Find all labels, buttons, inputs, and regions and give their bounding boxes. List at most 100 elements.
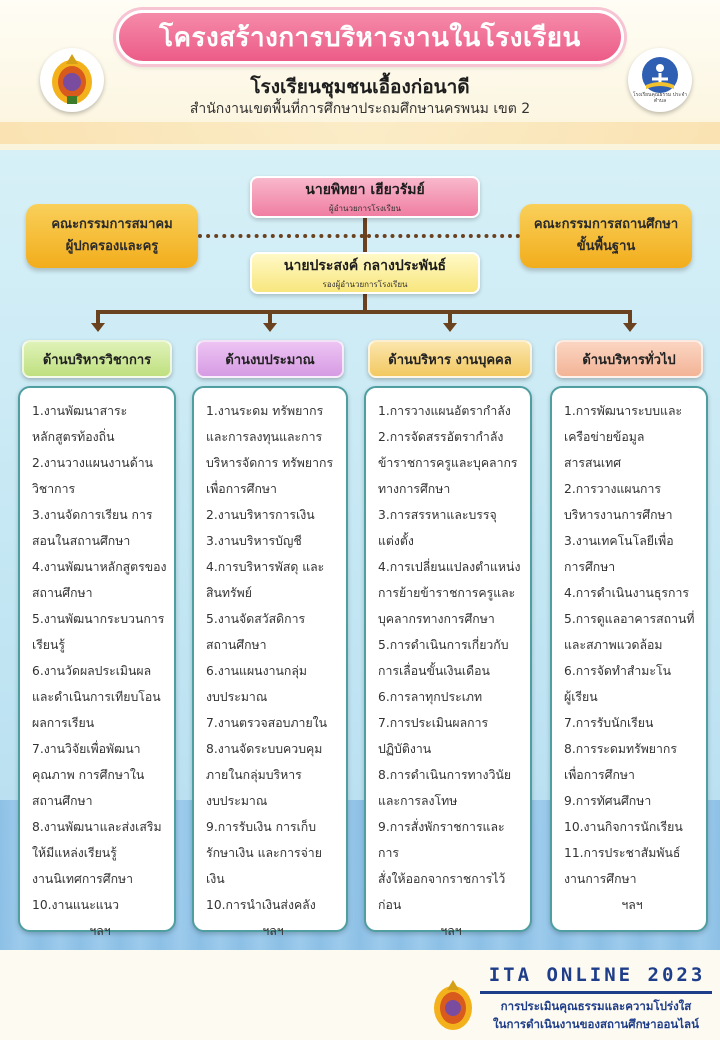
committee-left-line-1: คณะกรรมการสมาคม <box>51 217 173 232</box>
duty-line: ภายในกลุ่มบริหาร <box>206 768 302 782</box>
connector-horizontal <box>96 310 632 314</box>
obec-logo <box>40 48 104 112</box>
duty-line: 4.การเปลี่ยนแปลงตำแหน่ง <box>378 560 521 574</box>
duty-line: และสภาพแวดล้อม <box>564 638 663 652</box>
duty-line: 4.การบริหารพัสดุ และ <box>206 560 325 574</box>
duty-line: การศึกษา <box>564 560 616 574</box>
page-title: โครงสร้างการบริหารงานในโรงเรียน <box>159 22 581 53</box>
duty-line: 5.งานจัดสวัสดิการ <box>206 612 306 626</box>
connector-drop-1 <box>96 310 100 324</box>
footer-background <box>0 950 720 1040</box>
committee-right-line-1: คณะกรรมการสถานศึกษา <box>533 217 679 232</box>
duty-line: 5.งานพัฒนากระบวนการ <box>32 612 165 626</box>
duty-line: สินทรัพย์ <box>206 586 252 600</box>
dept-general-panel: 1.การพัฒนาระบบและเครือข่ายข้อมูลสารสนเทศ… <box>550 386 708 932</box>
duty-line: 7.งานตรวจสอบภายใน <box>206 716 328 730</box>
duty-line: หลักสูตรท้องถิ่น <box>32 430 115 444</box>
duty-line: 9.การสั่งพักราชการและการ <box>378 820 505 860</box>
duty-line: เพื่อการศึกษา <box>206 482 277 496</box>
deputy-role: รองผู้อำนวยการโรงเรียน <box>322 280 408 289</box>
duty-line: 6.การลาทุกประเภท <box>378 690 483 704</box>
duty-line: 8.งานพัฒนาและส่งเสริม <box>32 820 162 834</box>
duty-line: เครือข่ายข้อมูล <box>564 430 645 444</box>
duty-line: และการลงโทษ <box>378 794 458 808</box>
ita-online-title: ITA ONLINE 2023 <box>488 964 706 986</box>
dept-title: ด้านบริหาร งานบุคคล <box>388 352 512 368</box>
duty-line: 8.การดำเนินการทางวินัย <box>378 768 512 782</box>
arrow-down-icon <box>443 323 457 332</box>
duty-line: 6.งานแผนงานกลุ่ม <box>206 664 307 678</box>
duty-line: 2.การวางแผนการ <box>564 482 661 496</box>
duty-line: 1.การพัฒนาระบบและ <box>564 404 683 418</box>
duty-line: การย้ายข้าราชการครูและ <box>378 586 516 600</box>
connector-drop-3 <box>448 310 452 324</box>
dept-general-header: ด้านบริหารทั่วไป <box>555 340 703 378</box>
duty-list: 1.การพัฒนาระบบและเครือข่ายข้อมูลสารสนเทศ… <box>564 398 700 892</box>
book-person-icon <box>642 57 678 93</box>
duty-line: 11.การประชาสัมพันธ์ <box>564 846 681 860</box>
duty-line: สถานศึกษา <box>32 586 93 600</box>
deputy-box: นายประสงค์ กลางประพันธ์ รองผู้อำนวยการโร… <box>250 252 480 294</box>
dept-title: ด้านบริหารทั่วไป <box>582 352 676 368</box>
duty-line: งานการศึกษา <box>564 872 637 886</box>
duty-line: และดำเนินการเทียบโอน <box>32 690 161 704</box>
duty-line: 7.การรับนักเรียน <box>564 716 654 730</box>
duty-line: ก่อน <box>378 898 402 912</box>
duty-line: 1.การวางแผนอัตรากำลัง <box>378 404 511 418</box>
duty-line: สอนในสถานศึกษา <box>32 534 131 548</box>
duty-line: 5.การดำเนินการเกี่ยวกับ <box>378 638 509 652</box>
duty-line: 4.งานพัฒนาหลักสูตรของ <box>32 560 167 574</box>
committee-right-line-2: ขั้นพื้นฐาน <box>576 239 636 254</box>
etc-label: ฯลฯ <box>262 924 284 938</box>
ita-description-line-1: การประเมินคุณธรรมและความโปร่งใส <box>500 999 692 1013</box>
connector-director-deputy <box>363 218 367 252</box>
duty-line: 2.งานวางแผนงานด้าน <box>32 456 154 470</box>
etc-label: ฯลฯ <box>89 924 111 938</box>
arrow-down-icon <box>263 323 277 332</box>
duty-line: 5.การดูแลอาคารสถานที่ <box>564 612 695 626</box>
duty-line: 8.การระดมทรัพยากร <box>564 742 677 756</box>
emblem-icon <box>52 54 92 104</box>
dept-title: ด้านงบประมาณ <box>225 352 315 368</box>
duty-line: 2.งานบริหารการเงิน <box>206 508 315 522</box>
duty-line: 3.งานจัดการเรียน การ <box>32 508 153 522</box>
duty-line: ผู้เรียน <box>564 690 598 704</box>
duty-line: 10.งานกิจการนักเรียน <box>564 820 683 834</box>
duty-line: บริหารงานการศึกษา <box>564 508 673 522</box>
duty-line: บริหารจัดการ ทรัพยากร <box>206 456 334 470</box>
parent-teacher-committee: คณะกรรมการสมาคม ผู้ปกครองและครู <box>26 204 198 268</box>
duty-line: 3.งานเทคโนโลยีเพื่อ <box>564 534 674 548</box>
duty-line: และการลงทุนและการ <box>206 430 323 444</box>
dept-personnel-header: ด้านบริหาร งานบุคคล <box>368 340 532 378</box>
duty-line: สถานศึกษา <box>32 794 93 808</box>
duty-line: งบประมาณ <box>206 794 268 808</box>
ita-divider <box>480 991 712 994</box>
committee-left-line-2: ผู้ปกครองและครู <box>65 239 159 254</box>
education-office: สำนักงานเขตพื้นที่การศึกษาประถมศึกษานครพ… <box>189 101 531 117</box>
duty-line: 3.งานบริหารบัญชี <box>206 534 302 548</box>
duty-line: ให้มีแหล่งเรียนรู้ <box>32 846 117 860</box>
duty-line: การเลื่อนขั้นเงินเดือน <box>378 664 490 678</box>
deputy-name: นายประสงค์ กลางประพันธ์ <box>283 258 447 274</box>
duty-line: 7.งานวิจัยเพื่อพัฒนา <box>32 742 141 756</box>
obec-footer-logo-icon <box>434 980 472 1030</box>
duty-line: เรียนรู้ <box>32 638 66 652</box>
connector-drop-4 <box>628 310 632 324</box>
connector-deputy-branch <box>363 294 367 312</box>
duty-line: 9.การรับเงิน การเก็บ <box>206 820 317 834</box>
arrow-down-icon <box>91 323 105 332</box>
duty-line: รักษาเงิน และการจ่ายเงิน <box>206 846 322 886</box>
duty-line: 10.งานแนะแนว <box>32 898 120 912</box>
school-board-committee: คณะกรรมการสถานศึกษา ขั้นพื้นฐาน <box>520 204 692 268</box>
duty-line: 1.งานระดม ทรัพยากร <box>206 404 324 418</box>
duty-line: 3.การสรรหาและบรรจุ <box>378 508 497 522</box>
director-box: นายพิทยา เฮียวรัมย์ ผู้อำนวยการโรงเรียน <box>250 176 480 218</box>
duty-line: 4.การดำเนินงานธุรการ <box>564 586 689 600</box>
moral-school-caption: โรงเรียนคุณธรรม ประจำตำบล <box>632 92 688 104</box>
ita-description-line-2: ในการดำเนินงานของสถานศึกษาออนไลน์ <box>493 1017 699 1031</box>
dept-academic-header: ด้านบริหารวิชาการ <box>22 340 172 378</box>
dept-budget-header: ด้านงบประมาณ <box>196 340 344 378</box>
school-name: โรงเรียนชุมชนเอื้องก่อนาดี <box>250 76 470 98</box>
